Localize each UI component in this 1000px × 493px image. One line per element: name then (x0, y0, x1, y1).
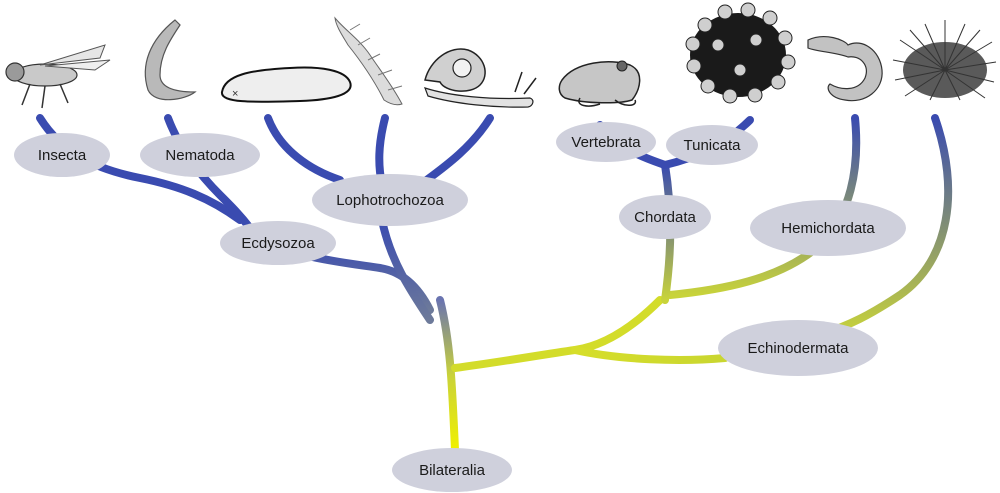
acorn-worm-icon (807, 36, 883, 102)
node-bilateralia: Bilateralia (392, 448, 512, 492)
node-vertebrata: Vertebrata (556, 122, 656, 162)
node-label-echinodermata: Echinodermata (748, 340, 850, 357)
node-tunicata: Tunicata (666, 125, 758, 165)
branch-sea-urchin (816, 114, 953, 339)
sea-urchin-icon (892, 20, 997, 101)
tunicate-colony-icon (685, 2, 796, 104)
branch-lophotrochozoa (378, 216, 434, 324)
node-label-tunicata: Tunicata (684, 137, 742, 154)
flatworm-icon: × (221, 66, 352, 103)
organisms: × (5, 2, 997, 109)
node-nematoda: Nematoda (140, 133, 260, 177)
node-label-ecdysozoa: Ecdysozoa (241, 235, 315, 252)
fly-icon (5, 44, 111, 109)
node-echinodermata: Echinodermata (718, 320, 878, 376)
node-labels: Insecta Nematoda Lophotrochozoa Ecdysozo… (14, 122, 906, 492)
svg-text:×: × (232, 88, 238, 100)
node-label-lophotrochozoa: Lophotrochozoa (336, 192, 444, 209)
branch-flatworm (264, 114, 344, 184)
node-chordata: Chordata (619, 195, 711, 239)
frog-icon (558, 60, 641, 107)
node-label-vertebrata: Vertebrata (571, 134, 641, 151)
branch-snail (416, 114, 494, 189)
branch-echinodermata-base (571, 346, 729, 364)
node-hemichordata: Hemichordata (750, 200, 906, 256)
node-label-nematoda: Nematoda (165, 147, 235, 164)
branch-bilateralia (436, 296, 459, 454)
node-insecta: Insecta (14, 133, 110, 177)
node-lophotrochozoa: Lophotrochozoa (312, 174, 468, 226)
node-label-insecta: Insecta (38, 147, 87, 164)
annelid-icon (334, 16, 403, 106)
node-ecdysozoa: Ecdysozoa (220, 221, 336, 265)
nematode-icon (144, 19, 197, 101)
node-label-chordata: Chordata (634, 209, 696, 226)
node-label-hemichordata: Hemichordata (781, 220, 875, 237)
snail-icon (424, 48, 537, 108)
node-label-bilateralia: Bilateralia (419, 462, 486, 479)
